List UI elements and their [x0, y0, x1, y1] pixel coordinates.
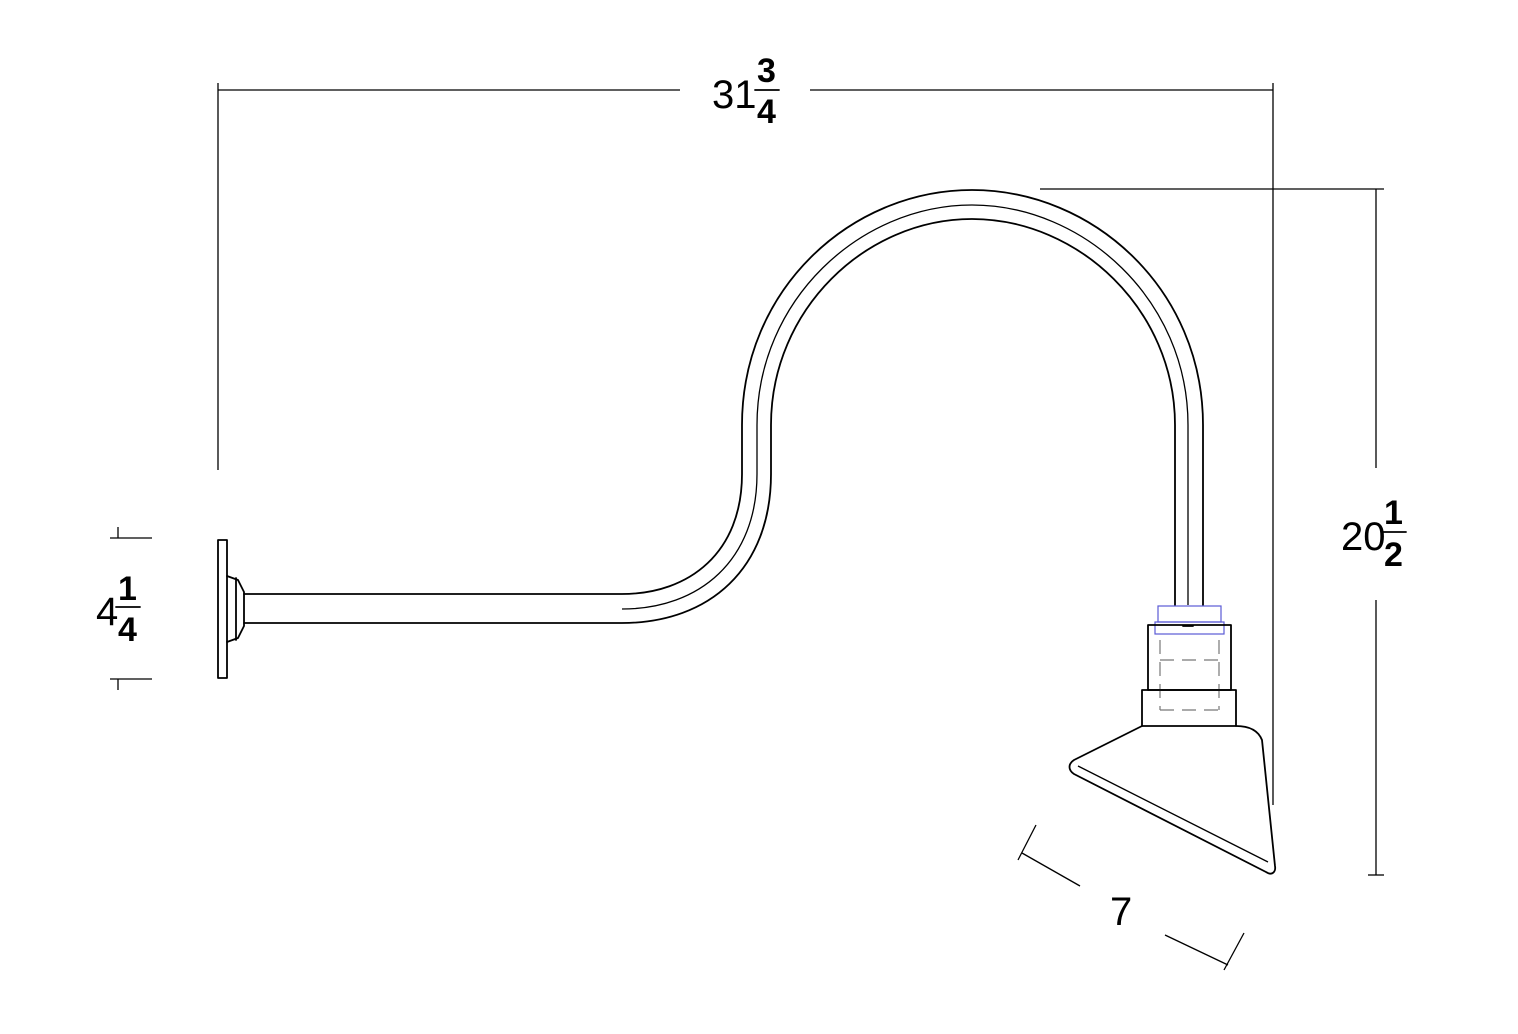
- height-dimension: 20 1 2: [1040, 188, 1407, 876]
- fitter-socket: [1141, 605, 1237, 727]
- wall-backplate: [217, 539, 245, 679]
- backplate-denominator: 4: [118, 611, 137, 649]
- width-dimension: 31 3 4: [217, 52, 1274, 805]
- backplate-whole: 4: [96, 590, 118, 634]
- width-whole: 31: [712, 73, 757, 117]
- width-numerator: 3: [757, 52, 776, 90]
- height-whole: 20: [1341, 515, 1386, 559]
- backplate-numerator: 1: [118, 570, 137, 608]
- backplate-dimension: 4 1 4: [96, 527, 152, 690]
- gooseneck-arm: [243, 189, 1204, 624]
- lamp-shade: [1068, 725, 1277, 875]
- height-numerator: 1: [1384, 494, 1403, 532]
- shade-dimension: 7: [1017, 824, 1245, 971]
- shade-diameter-value: 7: [1110, 890, 1132, 934]
- height-denominator: 2: [1384, 536, 1403, 574]
- width-denominator: 4: [757, 93, 776, 131]
